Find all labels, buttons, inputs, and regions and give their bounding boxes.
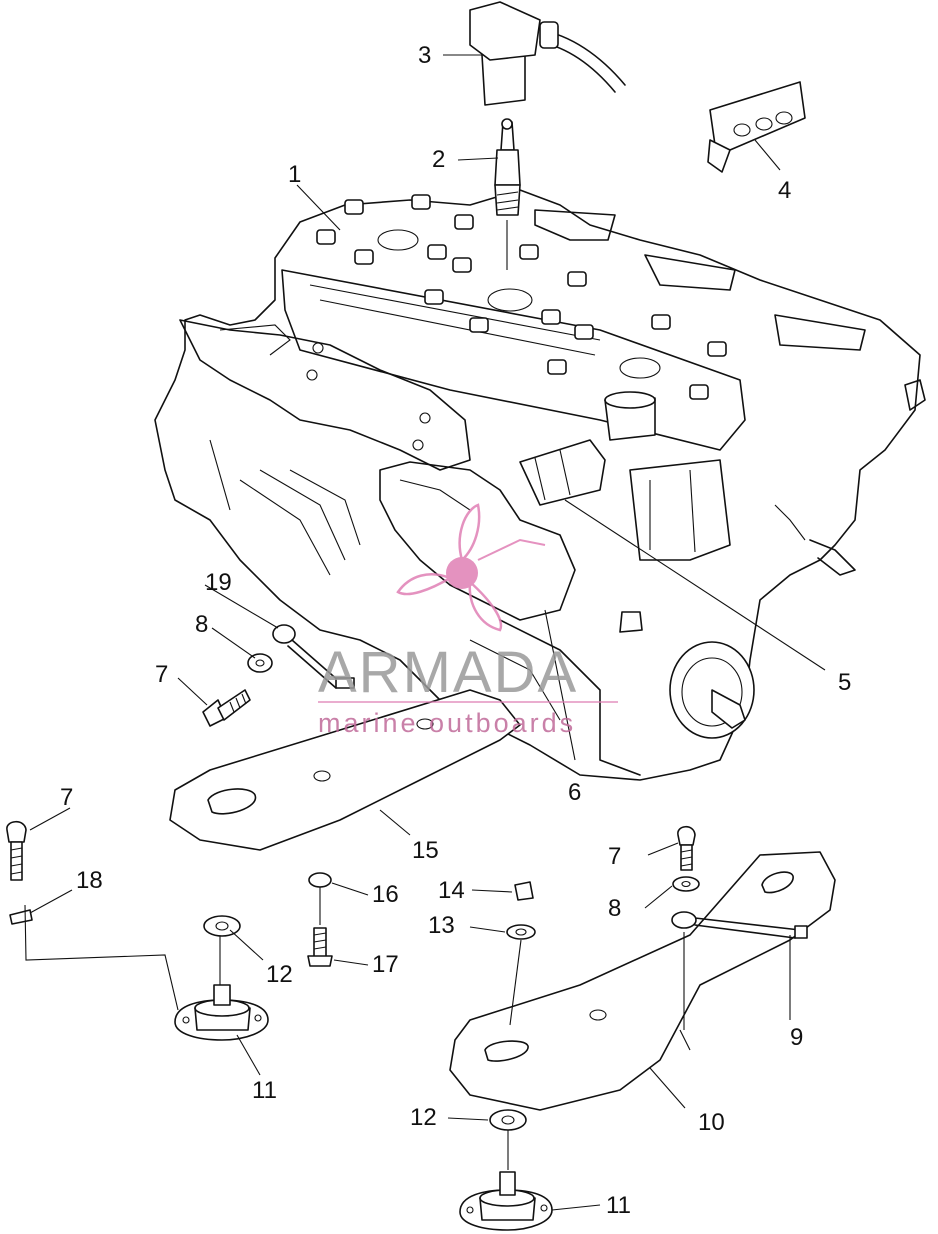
- spark-plug: [494, 118, 521, 270]
- engine-mount-left: [174, 984, 269, 1041]
- callout-9: 9: [790, 1024, 803, 1051]
- callout-1: 1: [288, 161, 301, 188]
- callout-7-right: 7: [608, 843, 621, 870]
- callout-15: 15: [412, 837, 439, 864]
- callout-13: 13: [428, 912, 455, 939]
- bolt-right: [677, 825, 696, 871]
- ground-lead: [272, 624, 355, 689]
- callout-17: 17: [372, 951, 399, 978]
- leader-lines: [29, 54, 826, 1211]
- engine-block: [154, 189, 926, 781]
- washer-bottom-mount: [489, 1109, 527, 1131]
- washer-13: [506, 924, 536, 940]
- callout-4: 4: [778, 177, 791, 204]
- callout-16: 16: [372, 881, 399, 908]
- washer-right: [672, 876, 700, 892]
- callout-6: 6: [568, 779, 581, 806]
- callout-12-left: 12: [266, 961, 293, 988]
- watermark-title: ARMADA: [318, 640, 578, 705]
- engine-mount-bottom: [459, 1171, 553, 1231]
- bolt-upper-left: [202, 689, 251, 727]
- mount-plate-lower: [449, 851, 836, 1111]
- callout-18: 18: [76, 867, 103, 894]
- watermark-subtitle: marine outboards: [318, 708, 576, 738]
- callout-5: 5: [838, 669, 851, 696]
- watermark: ARMADA marine outboards: [318, 503, 618, 738]
- bolt-center: [307, 927, 333, 967]
- propeller-icon: [396, 503, 546, 632]
- mount-plate-upper: [169, 689, 521, 851]
- nut: [514, 881, 534, 901]
- bolt-far-left: [6, 820, 27, 881]
- callout-2: 2: [432, 146, 445, 173]
- callout-11-bottom: 11: [606, 1192, 631, 1219]
- callout-8-left: 8: [195, 611, 208, 638]
- washer-upper-left: [247, 653, 273, 673]
- terminal-block: [707, 81, 806, 173]
- callout-7-far-left: 7: [60, 784, 73, 811]
- callout-10: 10: [698, 1109, 725, 1136]
- callout-7-upper-left: 7: [155, 661, 168, 688]
- callout-3: 3: [418, 42, 431, 69]
- washer-left-mount: [203, 915, 241, 937]
- spark-plug-cap: [469, 1, 626, 106]
- callout-11-left: 11: [252, 1077, 277, 1104]
- washer-center: [308, 872, 332, 888]
- ground-wire: [671, 911, 808, 939]
- callout-labels: 1 2 3 4 5 6 7 7 7 8 8 9 10 11 11 12 12 1…: [60, 42, 851, 1219]
- callout-8-right: 8: [608, 895, 621, 922]
- callout-14: 14: [438, 877, 465, 904]
- callout-19: 19: [205, 569, 232, 596]
- callout-12-bottom: 12: [410, 1104, 437, 1131]
- lock-washer: [9, 909, 33, 925]
